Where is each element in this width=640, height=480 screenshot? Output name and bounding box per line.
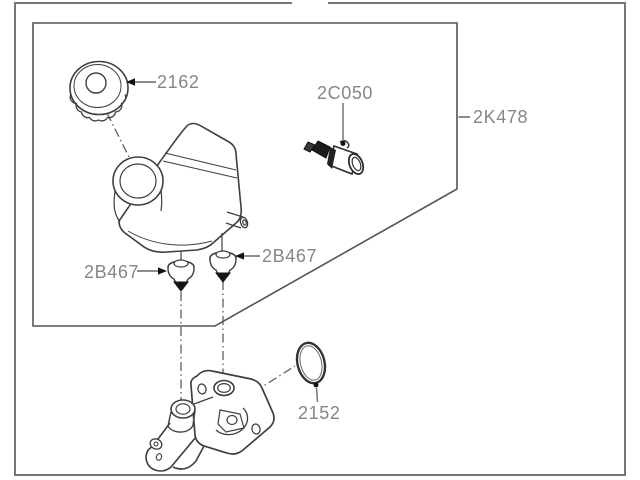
part-label-2k478: 2K478 xyxy=(473,107,529,127)
part-label-2b467-left: 2B467 xyxy=(84,262,140,282)
arrowhead-2b467-left xyxy=(158,267,167,275)
grommet-left-tip xyxy=(172,281,190,292)
reservoir-cap-drawing xyxy=(69,60,129,122)
flange-bolt-hole xyxy=(251,423,261,435)
o-ring-drawing xyxy=(295,341,327,385)
group-box-2k478 xyxy=(32,22,458,327)
leader-lines xyxy=(126,78,346,403)
part-label-2152: 2152 xyxy=(298,403,341,423)
cap-knurl-edge xyxy=(69,94,127,122)
arrowhead-2b467-right xyxy=(235,252,244,260)
reservoir-rib-line xyxy=(164,152,237,171)
reservoir-nipple xyxy=(225,211,249,229)
arrowhead-2162 xyxy=(126,78,135,86)
fluid-level-sensor-drawing xyxy=(303,140,365,176)
grommet-right-tip xyxy=(214,272,232,283)
reservoir-rib-line xyxy=(162,160,238,179)
reservoir-drawing xyxy=(112,122,249,262)
page-border xyxy=(14,2,626,476)
master-cylinder-drawing xyxy=(145,369,275,472)
part-label-2c050: 2C050 xyxy=(317,83,374,103)
part-label-2162: 2162 xyxy=(157,72,200,92)
reservoir-bottom-line xyxy=(127,230,213,246)
filler-neck-inner xyxy=(119,163,157,199)
dot-2152 xyxy=(313,382,319,388)
reservoir-body xyxy=(118,122,243,253)
grommet-left-drawing xyxy=(167,259,195,292)
grommet-right-drawing xyxy=(209,250,237,283)
part-label-2b467-right: 2B467 xyxy=(262,246,318,266)
flange-bolt-hole xyxy=(197,383,207,395)
dot-2c050 xyxy=(340,141,346,146)
